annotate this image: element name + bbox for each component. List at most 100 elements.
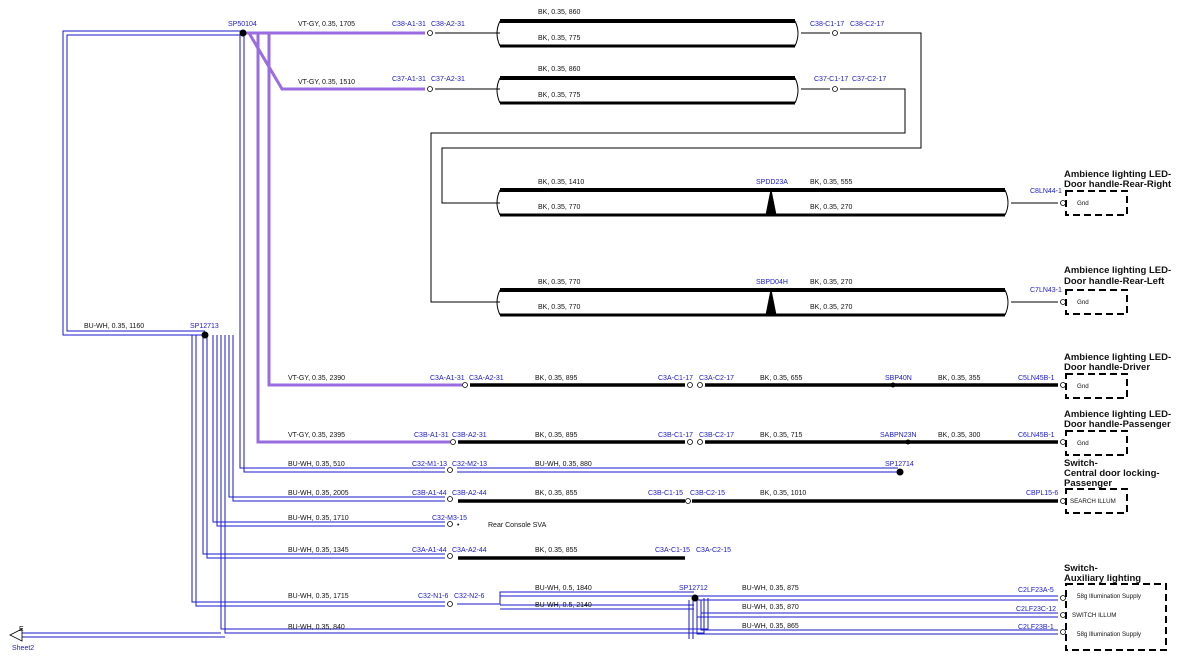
- wire-label: BK, 0.35, 895: [535, 375, 578, 382]
- connector-label: C3B-A2-31: [452, 432, 487, 439]
- component-title: Switch-: [1064, 563, 1098, 574]
- connector-label: C32-N1-6: [418, 593, 448, 600]
- wire-label: BK, 0.35, 1010: [760, 490, 806, 497]
- component-title: Switch-: [1064, 458, 1098, 469]
- splice-label: SP12714: [885, 461, 914, 468]
- connector-label: C3A-A2-44: [452, 547, 487, 554]
- connector-label: C3A-A1-44: [412, 547, 447, 554]
- pin-label: Gnd: [1077, 299, 1089, 306]
- wire-label: BK, 0.35, 770: [538, 204, 581, 211]
- component-title: Ambience lighting LED-: [1064, 409, 1171, 420]
- connector-label: C32-N2-6: [454, 593, 484, 600]
- connector-label: C37-A2-31: [431, 76, 465, 83]
- bk-wires: [430, 19, 1058, 560]
- splice-label: SP12712: [679, 585, 708, 592]
- splice-sabpn23n-dot: [905, 439, 911, 445]
- component-boxes: [1065, 190, 1167, 651]
- wire-label: VT-GY, 0.35, 2390: [288, 375, 345, 382]
- component-box-rear-right: [1065, 190, 1128, 216]
- component-box-aux-lighting: [1065, 583, 1167, 651]
- connector-label: C3A-C1-15: [655, 547, 690, 554]
- wire-label: BU-WH, 0.35, 875: [742, 585, 799, 592]
- connector-label: C2LF23A-5: [1018, 587, 1054, 594]
- component-title: Ambience lighting LED-: [1064, 352, 1171, 363]
- wire-label: BK, 0.35, 655: [760, 375, 803, 382]
- wire-label: BK, 0.35, 270: [810, 204, 853, 211]
- component-title: Door handle-Driver: [1064, 362, 1150, 373]
- component-box-driver: [1065, 373, 1128, 399]
- connector-label: C7LN43-1: [1030, 287, 1062, 294]
- component-title: Door handle-Rear-Right: [1064, 179, 1172, 190]
- splice-dots: [201, 29, 911, 602]
- wire-label: BK, 0.35, 860: [538, 66, 581, 73]
- splice-label: SBPD04H: [756, 279, 788, 286]
- splice-sbp40n-dot: [890, 382, 896, 388]
- wire-label: BK, 0.35, 300: [938, 432, 981, 439]
- connector-label: C38-A1-31: [392, 21, 426, 28]
- rear-console-dot: •: [457, 522, 460, 529]
- connector-label: C32-M1-13: [412, 461, 447, 468]
- wire-label: BK, 0.35, 770: [538, 279, 581, 286]
- connector-label: C6LN45B-1: [1018, 432, 1055, 439]
- component-title: Auxiliary lighting: [1064, 573, 1141, 584]
- component-title: Passenger: [1064, 478, 1112, 489]
- offpage-letter: E: [19, 626, 24, 633]
- pin-label: 58g Illumination Supply: [1077, 593, 1142, 600]
- pin-label: Gnd: [1077, 440, 1089, 447]
- splice-sp12712-dot: [691, 594, 699, 602]
- wire-label: VT-GY, 0.35, 1510: [298, 79, 355, 86]
- connector-label: C37-C1-17: [814, 76, 848, 83]
- wire-label: BU-WH, 0.35, 1345: [288, 547, 349, 554]
- connector-label: C38-A2-31: [431, 21, 465, 28]
- pin-label: Gnd: [1077, 383, 1089, 390]
- splice-label: SPDD23A: [756, 179, 788, 186]
- wire-label: BU-WH, 0.35, 1710: [288, 515, 349, 522]
- wire-label: BK, 0.35, 270: [810, 279, 853, 286]
- wire-label: BK, 0.35, 775: [538, 92, 581, 99]
- wire-label: VT-GY, 0.35, 2395: [288, 432, 345, 439]
- connector-label: C3A-C2-17: [699, 375, 734, 382]
- connector-label: C3B-C2-17: [699, 432, 734, 439]
- offpage-sheet-link[interactable]: Sheet2: [12, 645, 34, 652]
- connector-label: C8LN44-1: [1030, 188, 1062, 195]
- connector-label: C3A-A1-31: [430, 375, 465, 382]
- wire-label: BK, 0.35, 855: [535, 547, 578, 554]
- pin-label: Gnd: [1077, 200, 1089, 207]
- component-box-central-locking: [1065, 488, 1128, 514]
- wire-label: BK, 0.35, 860: [538, 9, 581, 16]
- wire-label: BK, 0.35, 555: [810, 179, 853, 186]
- wire-label: BK, 0.35, 270: [810, 304, 853, 311]
- wire-label: VT-GY, 0.35, 1705: [298, 21, 355, 28]
- offpage-arrow-icon: [9, 628, 23, 642]
- connector-label: C3B-C1-15: [648, 490, 683, 497]
- connector-label: C3B-C2-15: [690, 490, 725, 497]
- splice-sp50104-dot: [239, 29, 247, 37]
- connector-label: C3A-C1-17: [658, 375, 693, 382]
- connector-label: C32-M3-15: [432, 515, 467, 522]
- wire-label: BU-WH, 0.35, 510: [288, 461, 345, 468]
- connector-pins: [427, 30, 1066, 635]
- pin-label: SWITCH ILLUM: [1072, 612, 1116, 619]
- component-title: Ambience lighting LED-: [1064, 169, 1171, 180]
- connector-label: C3B-A1-44: [412, 490, 447, 497]
- connector-label: C5LN45B-1: [1018, 375, 1055, 382]
- splice-label: SABPN23N: [880, 432, 917, 439]
- connector-label: C3B-C1-17: [658, 432, 693, 439]
- connector-label: C37-A1-31: [392, 76, 426, 83]
- wire-label: BK, 0.35, 770: [538, 304, 581, 311]
- component-title: Door handle-Rear-Left: [1064, 276, 1165, 287]
- splice-sp12713-dot: [201, 331, 209, 339]
- connector-label: C3B-A1-31: [414, 432, 449, 439]
- connector-label: C38-C2-17: [850, 21, 884, 28]
- pin-label: 58g Illumination Supply: [1077, 631, 1142, 638]
- connector-label: C37-C2-17: [852, 76, 886, 83]
- bu-wh-wires: [22, 30, 1058, 639]
- component-box-rear-left: [1065, 289, 1128, 315]
- wire-label: BK, 0.35, 855: [535, 490, 578, 497]
- connector-label: C3A-C2-15: [696, 547, 731, 554]
- wire-label: BU-WH, 0.35, 2005: [288, 490, 349, 497]
- wire-label: BU-WH, 0.35, 1715: [288, 593, 349, 600]
- wire-label: BU-WH, 0.35, 870: [742, 604, 799, 611]
- splice-label: SBP40N: [885, 375, 912, 382]
- connector-label: C32-M2-13: [452, 461, 487, 468]
